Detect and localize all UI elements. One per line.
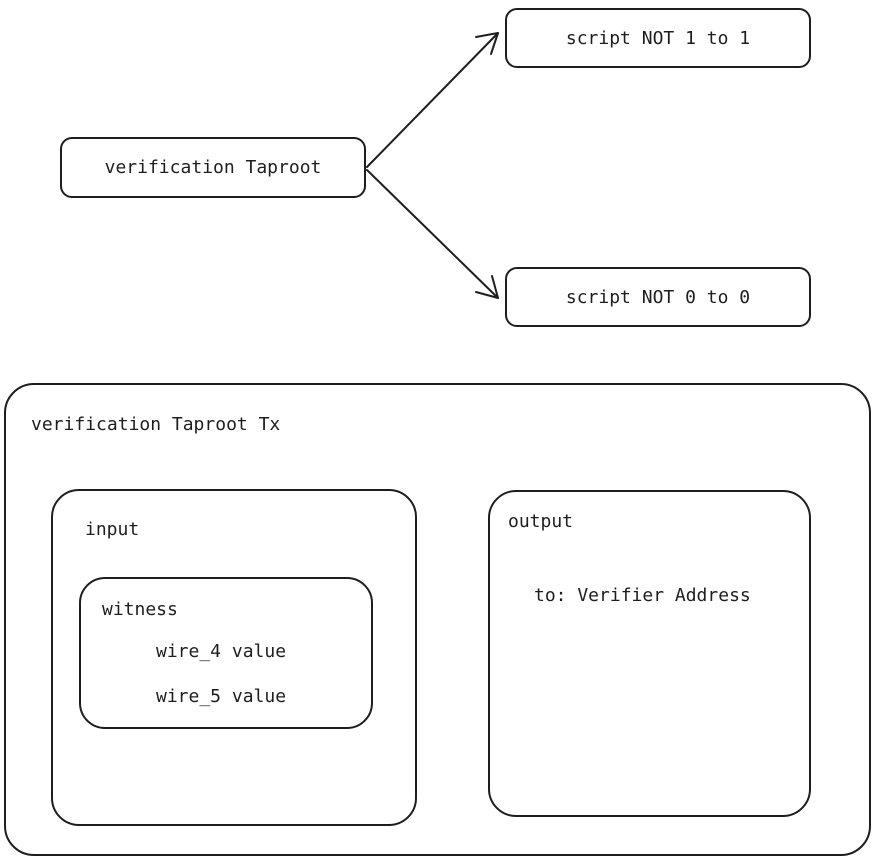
input-label: input	[85, 519, 140, 540]
output-label: output	[508, 511, 574, 532]
output-recipient: to: Verifier Address	[534, 585, 751, 606]
script-not-1-to-1-node: script NOT 1 to 1	[505, 8, 811, 68]
verification-taproot-label: verification Taproot	[104, 157, 322, 178]
arrowhead-bottom	[475, 275, 499, 299]
output-box: output to: Verifier Address	[488, 490, 811, 817]
arrow-to-script-not-1	[366, 32, 499, 168]
tx-title: verification Taproot Tx	[31, 414, 281, 435]
arrowhead-top	[475, 32, 499, 55]
script-not-0-to-0-node: script NOT 0 to 0	[505, 267, 811, 327]
arrow-to-script-not-0	[366, 169, 499, 299]
witness-label: witness	[102, 599, 178, 620]
verification-taproot-node: verification Taproot	[60, 137, 366, 198]
witness-item-wire-5: wire_5 value	[156, 686, 287, 707]
witness-item-wire-4: wire_4 value	[156, 641, 287, 662]
script-not-1-to-1-label: script NOT 1 to 1	[565, 27, 751, 49]
witness-box: witness wire_4 value wire_5 value	[79, 577, 373, 729]
script-not-0-to-0-label: script NOT 0 to 0	[565, 286, 751, 308]
